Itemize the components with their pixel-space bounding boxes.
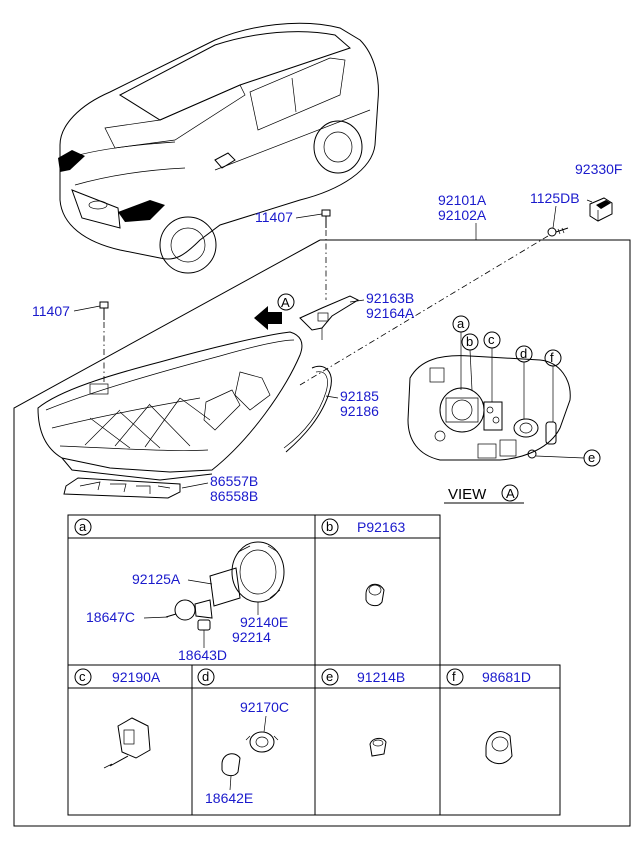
cell-d-parts	[221, 731, 279, 777]
parts-table	[67, 514, 561, 816]
cell-f-part	[485, 731, 513, 764]
label-1125DB: 1125DB	[530, 190, 580, 206]
svg-text:c: c	[488, 332, 495, 347]
cell-c-part	[103, 717, 151, 769]
callout-d: d	[515, 345, 533, 419]
callout-c: c	[483, 331, 501, 402]
view-letter: A	[506, 486, 515, 501]
cell-a-header: a	[74, 518, 92, 536]
car-illustration	[58, 22, 379, 274]
view-arrow: A	[254, 293, 295, 330]
label-91214B: 91214B	[357, 669, 405, 685]
view-text: VIEW	[448, 486, 487, 503]
label-92140E: 92140E	[240, 614, 288, 630]
svg-text:c: c	[79, 669, 86, 684]
label-92102A: 92102A	[438, 207, 487, 223]
svg-text:e: e	[588, 450, 595, 465]
label-11407-top: 11407	[255, 209, 293, 225]
svg-text:f: f	[452, 669, 456, 684]
arrow-letter: A	[281, 295, 290, 310]
label-92101A: 92101A	[438, 192, 487, 208]
view-a-rear	[407, 355, 571, 461]
callout-b: b	[461, 333, 479, 391]
label-92164A: 92164A	[366, 305, 415, 321]
main-frame	[13, 239, 631, 827]
cell-e-header: e 91214B	[321, 668, 405, 686]
label-11407-left: 11407	[32, 303, 70, 319]
callout-f: f	[544, 349, 562, 422]
cell-b-header: b P92163	[321, 518, 405, 536]
label-18642E: 18642E	[205, 790, 253, 806]
label-92214: 92214	[232, 629, 271, 645]
svg-text:d: d	[202, 669, 209, 684]
label-92190A: 92190A	[112, 669, 161, 685]
label-92125A: 92125A	[132, 571, 181, 587]
cell-f-header: f 98681D	[446, 668, 531, 686]
label-86557B: 86557B	[210, 473, 258, 489]
headlamp-assembly	[37, 331, 303, 481]
svg-text:a: a	[79, 519, 87, 534]
cell-d-header: d	[197, 668, 215, 686]
label-92186: 92186	[340, 403, 379, 419]
svg-text:e: e	[326, 669, 333, 684]
svg-text:f: f	[550, 350, 554, 365]
label-86558B: 86558B	[210, 488, 258, 504]
bracket-92163B	[299, 295, 360, 340]
cell-c-header: c 92190A	[74, 668, 161, 686]
svg-text:b: b	[326, 519, 333, 534]
screw-1125DB	[547, 227, 569, 237]
connector-92330F	[589, 197, 613, 222]
cell-e-part	[369, 737, 387, 757]
label-18647C: 18647C	[86, 609, 135, 625]
screw-11407-left	[99, 301, 109, 320]
view-a-label: VIEW A	[444, 484, 524, 504]
label-18643D: 18643D	[178, 647, 227, 663]
label-92163B: 92163B	[366, 290, 414, 306]
cell-b-part	[365, 583, 385, 607]
svg-text:d: d	[520, 346, 527, 361]
gasket-strip	[285, 365, 332, 453]
label-92330F: 92330F	[575, 161, 622, 177]
svg-text:a: a	[457, 316, 465, 331]
svg-text:b: b	[466, 334, 473, 349]
callout-e: e	[535, 449, 601, 467]
label-92170C: 92170C	[240, 699, 289, 715]
callout-a: a	[452, 315, 470, 390]
label-92185: 92185	[340, 388, 379, 404]
label-P92163: P92163	[357, 519, 405, 535]
lower-bracket	[63, 477, 181, 499]
screw-11407-top	[321, 209, 331, 228]
label-98681D: 98681D	[482, 669, 531, 685]
